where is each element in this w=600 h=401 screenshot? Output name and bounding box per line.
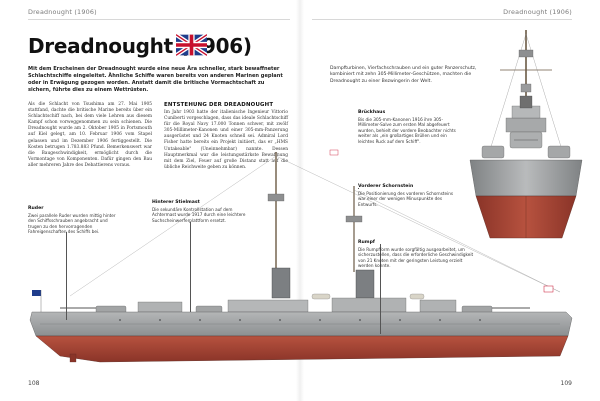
top-caption: Dampfturbinen, Vierfachschrauben und ein…: [330, 66, 477, 84]
header-rule-right: [312, 19, 572, 20]
running-head-right: Dreadnought (1906): [503, 8, 572, 16]
article-title: Dreadnought (1906): [28, 34, 252, 58]
callout-rumpf: Rumpf Die Rumpfform wurde sorgfältig aus…: [358, 240, 478, 269]
leader-ruder: [66, 232, 67, 320]
body-column-2: Im Jahr 1903 hatte der italienische Inge…: [164, 110, 288, 170]
page-number-left: 108: [28, 380, 40, 387]
callout-schornstein-title: Vorderer Schornstein: [358, 184, 414, 189]
callout-rumpf-title: Rumpf: [358, 240, 375, 245]
leader-mast: [190, 222, 191, 312]
body-column-1: Als die Schlacht von Tsushima am 27. Mai…: [28, 102, 152, 168]
callout-brueckenhaus: Brückhaus Bis die 305-mm-Kanonen 1916 ih…: [358, 110, 458, 145]
section-heading: ENTSTEHUNG DER DREADNOUGHT: [164, 102, 274, 108]
callout-schornstein: Vorderer Schornstein Die Positionierung …: [358, 184, 458, 207]
callout-schornstein-text: Die Positionierung des vorderen Schornst…: [358, 190, 454, 207]
callout-ruder-title: Ruder: [28, 206, 44, 211]
callout-rumpf-text: Die Rumpfform wurde sorgfältig ausgearbe…: [358, 246, 474, 269]
leader-rumpf: [380, 244, 381, 334]
bow-view: [469, 30, 583, 239]
callout-ruder-text: Zwei parallele Ruder wurden mittig hinte…: [28, 212, 116, 235]
header-rule-left: [28, 19, 290, 20]
callout-brueckenhaus-text: Bis die 305-mm-Kanonen 1916 ihre 305-Mil…: [358, 116, 456, 144]
union-jack-flag-icon: [176, 34, 207, 56]
page-number-right: 109: [560, 380, 572, 387]
callout-ruder: Ruder Zwei parallele Ruder wurden mittig…: [28, 206, 116, 235]
callout-brueckenhaus-title: Brückhaus: [358, 110, 386, 115]
running-head-left: Dreadnought (1906): [28, 8, 97, 16]
callout-mast-text: Die sekundäre Kontrollstation auf dem Ac…: [152, 206, 246, 223]
callout-mast-title: Hinterer Stielmast: [152, 200, 200, 205]
leader-schornstein: [358, 188, 359, 189]
callout-mast: Hinterer Stielmast Die sekundäre Kontrol…: [152, 200, 252, 223]
page-gutter: [296, 0, 304, 401]
intro-paragraph: Mit dem Erscheinen der Dreadnought wurde…: [28, 66, 283, 94]
